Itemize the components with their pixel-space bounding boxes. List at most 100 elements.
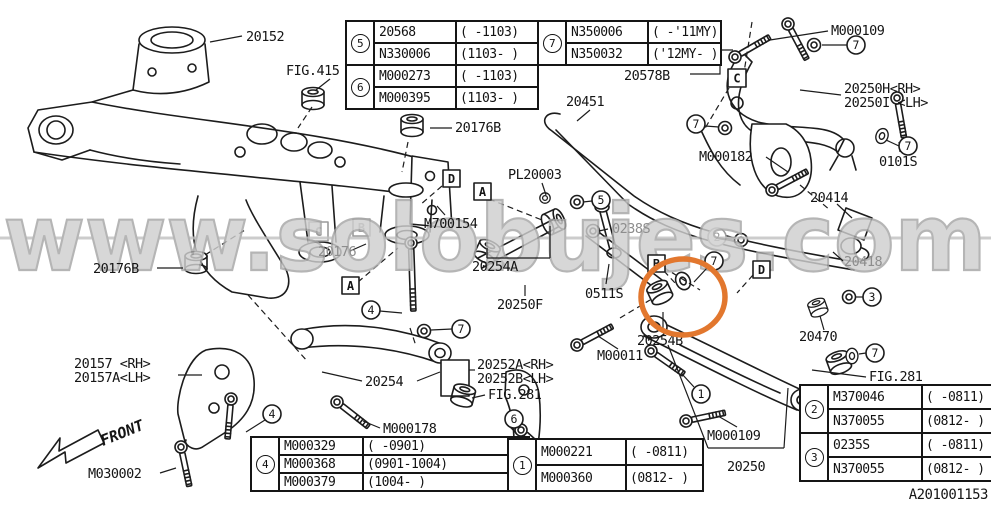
table-bottom-left: 4 M000329( -0901) M000368(0901-1004) M00… <box>250 436 530 492</box>
part-label-M030002: M030002 <box>88 466 141 482</box>
part-label-20157: 20157 <RH> <box>74 356 151 372</box>
part-label-20254B: 20254B <box>637 333 683 349</box>
part-label-20250: 20250 <box>727 459 766 475</box>
table-group: 6 M000273( -1103) M000395(1103- ) <box>347 64 537 108</box>
table-row: M000221( -0811) <box>537 440 702 464</box>
date-range-cell: (1103- ) <box>460 90 519 106</box>
part-label-20254: 20254 <box>365 374 404 390</box>
front-lower-link-drawing <box>290 324 452 364</box>
part-number-cell: M000329 <box>280 438 364 454</box>
part-number-cell: M000379 <box>280 474 364 490</box>
date-range-cell: ( -1103) <box>460 24 519 40</box>
table-row: M000360(0812- ) <box>537 464 702 490</box>
table-top-left: 5 20568( -1103) N330006(1103- ) 6 M00027… <box>345 20 539 110</box>
leader-lines <box>157 30 901 474</box>
circled-ref-6: 6 <box>511 412 518 426</box>
part-label-0511S: 0511S <box>585 286 624 302</box>
callout-box-c-faded: C <box>315 225 322 239</box>
part-label-20176B-top: 20176B <box>455 120 501 136</box>
callout-box-c: C <box>733 72 740 86</box>
part-label-20176: 20176 <box>318 244 357 260</box>
callout-box-a: A <box>347 279 355 293</box>
table-group: 3 0235S( -0811) N370055(0812- ) <box>801 432 991 480</box>
stabilizer-bar-drawing <box>543 112 870 271</box>
part-label-M000109-top: M000109 <box>831 23 885 39</box>
part-number-cell: M000221 <box>537 440 627 464</box>
circled-ref-1: 1 <box>698 387 705 401</box>
table-bottom-right: 2 M370046( -0811) N370055(0812- ) 3 0235… <box>799 384 991 482</box>
date-range-cell: (1004- ) <box>367 474 426 490</box>
table-group: 5 20568( -1103) N330006(1103- ) <box>347 22 537 64</box>
table-group: 1 M000221( -0811) M000360(0812- ) <box>509 440 702 490</box>
circled-ref-4: 4 <box>255 454 275 474</box>
circled-ref-7: 7 <box>542 33 562 53</box>
part-label-20250F: 20250F <box>497 297 543 313</box>
circled-ref-1: 1 <box>512 455 532 475</box>
table-group: 4 M000329( -0901) M000368(0901-1004) M00… <box>252 438 528 490</box>
date-range-cell: ('12MY- ) <box>652 46 718 62</box>
table-row: N370055(0812- ) <box>829 408 991 432</box>
circled-ref-7: 7 <box>693 117 700 131</box>
circled-ref-4: 4 <box>269 407 276 421</box>
date-range-cell: (0812- ) <box>926 413 985 429</box>
date-range-cell: ( -0901) <box>367 438 426 454</box>
circled-ref-4: 4 <box>368 303 375 317</box>
date-range-cell: ( -0811) <box>926 389 985 405</box>
table-row: M000368(0901-1004) <box>280 454 528 472</box>
table-row: M000395(1103- ) <box>375 86 537 108</box>
circled-ref-6: 6 <box>350 77 370 97</box>
callout-box-b: B <box>653 257 660 271</box>
stabilizer-clamp-drawing <box>837 207 873 255</box>
circled-ref-7: 7 <box>458 322 465 336</box>
part-label-20252A: 20252A<RH> <box>477 357 554 373</box>
table-row: N330006(1103- ) <box>375 42 537 64</box>
part-number-cell: M000360 <box>537 466 627 490</box>
watermark: www.solobujes.com <box>0 184 991 293</box>
part-label-20578B: 20578B <box>624 68 670 84</box>
part-label-fig281-left: FIG.281 <box>488 387 542 403</box>
subframe-drawing <box>27 26 453 299</box>
callout-box-d: D <box>758 263 765 277</box>
part-label-20414: 20414 <box>810 190 849 206</box>
part-label-fig281-right: FIG.281 <box>869 369 923 385</box>
part-number-cell: N370055 <box>829 410 923 432</box>
watermark-text: www.solobujes.com <box>4 185 987 292</box>
front-arrow: FRONT <box>37 416 147 469</box>
table-row: M000379(1004- ) <box>280 472 528 490</box>
part-label-20250H: 20250H<RH> <box>844 81 921 97</box>
trailing-bracket-drawing <box>176 347 255 453</box>
callout-box-a: A <box>479 185 487 199</box>
part-label-20252B: 20252B<LH> <box>477 371 554 387</box>
table-group: 2 M370046( -0811) N370055(0812- ) <box>801 386 991 432</box>
part-label-20470: 20470 <box>799 329 838 345</box>
table-row: 0235S( -0811) <box>829 434 991 456</box>
date-range-cell: (0901-1004) <box>367 456 448 472</box>
date-range-cell: (1103- ) <box>460 46 519 62</box>
circled-ref-5: 5 <box>598 193 605 207</box>
table-top-right: 7 N350006( -'11MY) N350032('12MY- ) <box>537 20 722 66</box>
part-number-cell: M370046 <box>829 386 923 408</box>
table-row: N370055(0812- ) <box>829 456 991 480</box>
part-number-cell: M000395 <box>375 88 457 108</box>
part-number-cell: M000368 <box>280 456 364 472</box>
table-row: N350032('12MY- ) <box>567 42 720 64</box>
table-row: 20568( -1103) <box>375 22 537 42</box>
part-label-20157A: 20157A<LH> <box>74 370 151 386</box>
part-number-cell: N330006 <box>375 44 457 64</box>
part-label-M00011: M00011 <box>597 348 643 364</box>
part-number-cell: 20568 <box>375 22 457 42</box>
date-range-cell: ( -'11MY) <box>652 24 718 40</box>
circled-ref-7: 7 <box>905 139 912 153</box>
date-range-cell: (0812- ) <box>926 461 985 477</box>
table-row: M000273( -1103) <box>375 66 537 86</box>
circled-ref-5: 5 <box>350 33 370 53</box>
part-label-PL20003: PL20003 <box>508 167 562 183</box>
circled-refs: 7 7 7 5 7 3 7 4 7 6 4 1 <box>262 35 918 429</box>
part-labels: 20152 FIG.415 20176B 20451 20578B M00010… <box>74 23 929 482</box>
part-label-20152: 20152 <box>246 29 284 45</box>
table-bottom-center: 1 M000221( -0811) M000360(0812- ) <box>507 438 704 492</box>
part-label-M700154: M700154 <box>424 216 478 232</box>
orange-highlight-circle <box>638 256 728 338</box>
